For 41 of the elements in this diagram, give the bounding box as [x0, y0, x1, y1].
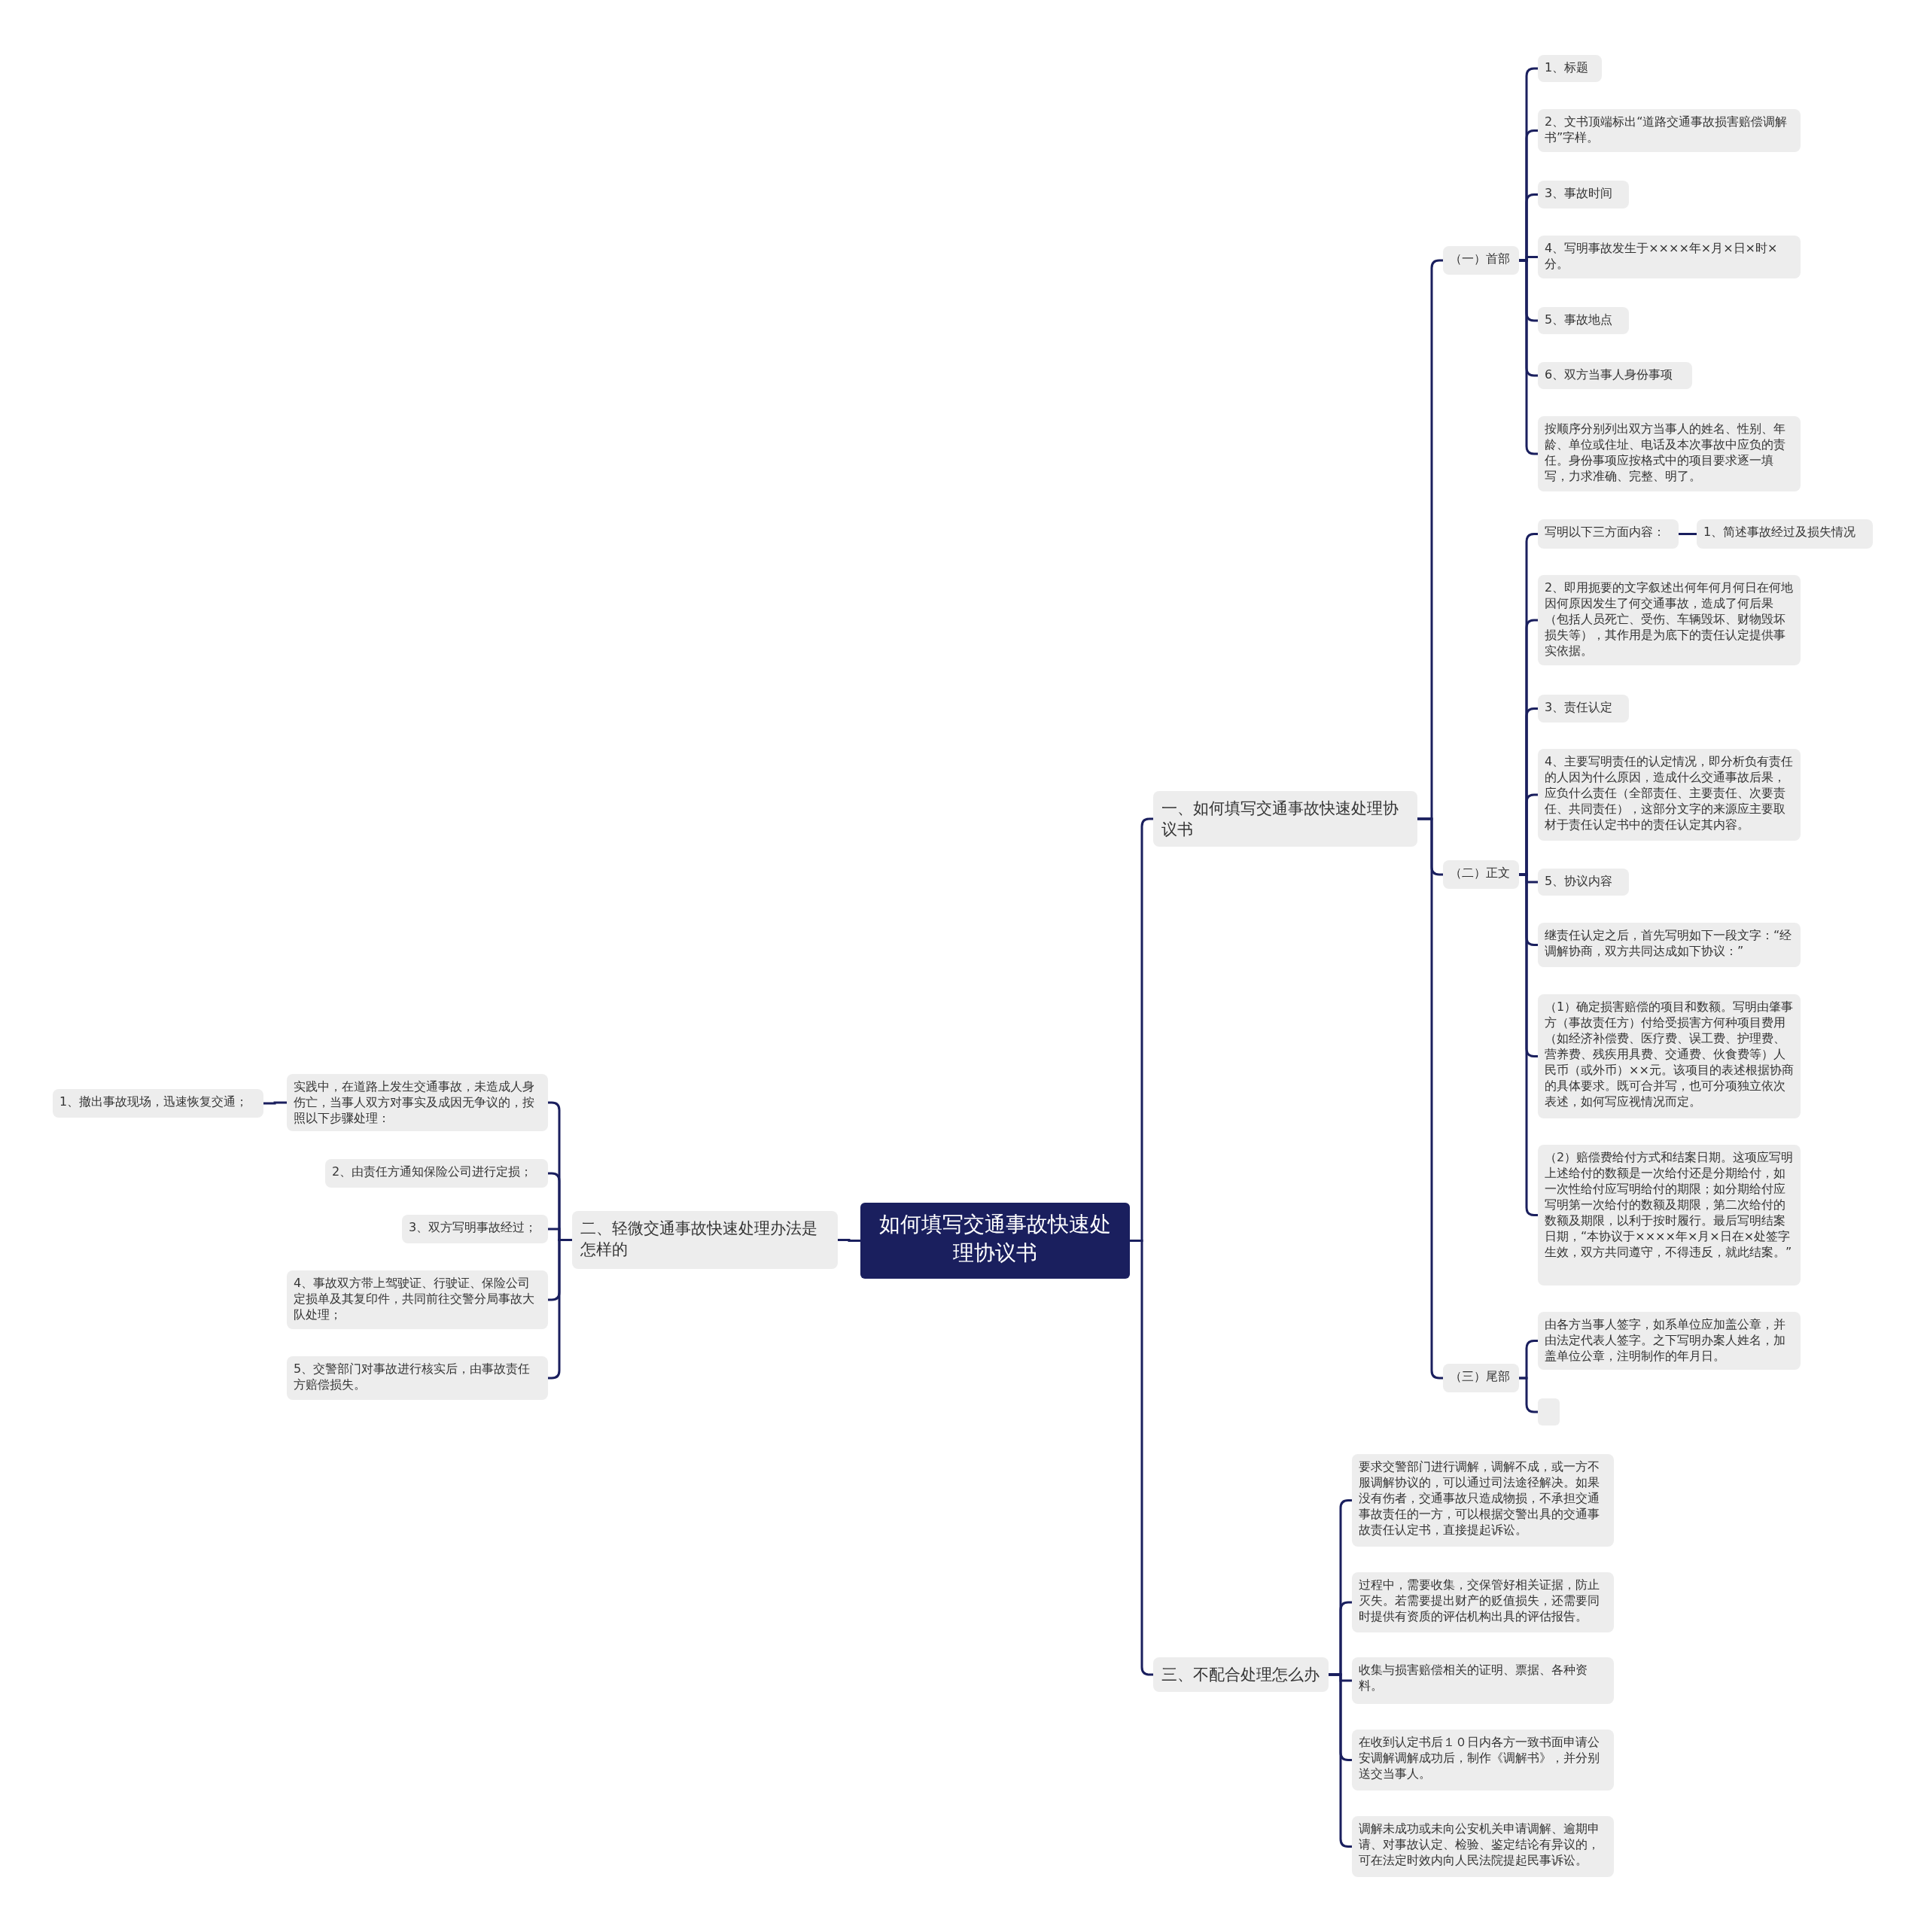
text-box: 2、即用扼要的文字叙述出何年何月何日在何地因何原因发生了何交通事故，造成了何后果（包括人员死亡、受伤、车辆毁坏、财物毁坏损失等），其作用是为底下的责任认定提供事实依据。 [1538, 575, 1801, 665]
text-box: 继责任认定之后，首先写明如下一段文字：“经调解协商，双方共同达成如下协议：” [1538, 923, 1801, 967]
connector-line [1519, 873, 1538, 1216]
text-box: 过程中，需要收集，交保管好相关证据，防止灭失。若需要提出财产的贬值损失，还需要同时提供有资质的评估机构出具的评估报告。 [1352, 1572, 1614, 1632]
text-box: 要求交警部门进行调解，调解不成，或一方不服调解协议的，可以通过司法途径解决。如果没有伤者，交通事故只造成物损，不承担交通事故责任的一方，可以根据交警出具的交通事故责任认定书，直接提起诉讼。 [1352, 1454, 1614, 1547]
connector-line [838, 1239, 860, 1242]
text-box: 3、双方写明事故经过； [402, 1215, 548, 1243]
text-box: 1、标题 [1538, 55, 1602, 82]
subtopic-box: （一）首部 [1443, 246, 1519, 275]
branch-box: 三、不配合处理怎么办 [1153, 1657, 1329, 1692]
text-box: 4、主要写明责任的认定情况，即分析负有责任的人因为什么原因，造成什么交通事故后果，应负什么责任（全部责任、主要责任、次要责任、共同责任），这部分文字的来源应主要取材于责任认定书中的责任认定其内容。 [1538, 749, 1801, 841]
text-box: 按顺序分别列出双方当事人的姓名、性别、年龄、单位或住址、电话及本次事故中应负的责任。身份事项应按格式中的项目要求逐一填写，力求准确、完整、明了。 [1538, 416, 1801, 491]
text-box: 实践中，在道路上发生交通事故，未造成人身伤亡，当事人双方对事实及成因无争议的，按照以下步骤处理： [287, 1074, 548, 1131]
text-box: （2）赔偿费给付方式和结案日期。这项应写明上述给付的数额是一次给付还是分期给付，如一次性给付应写明给付的期限；如分期给付应写明第一次给付的数额及期限，第二次给付的数额及期限，以利于按时履行。最后写明结案日期，“本协议于××××年×月×日在×处签字生效，双方共同遵守，不得违反，就此结案。” [1538, 1145, 1801, 1285]
topic-box: 如何填写交通事故快速处理协议书 [860, 1203, 1130, 1279]
text-box: 3、事故时间 [1538, 181, 1629, 208]
text-box: 1、撤出事故现场，迅速恢复交通； [53, 1089, 263, 1118]
text-box: （1）确定损害赔偿的项目和数额。写明由肇事方（事故责任方）付给受损害方何种项目费用（如经济补偿费、医疗费、误工费、护理费、营养费、残疾用具费、交通费、伙食费等）人民币（或外币）××元。该项目的表述根据协商的具体要求。既可合并写，也可分项独立依次表述，如何写应视情况而定。 [1538, 994, 1801, 1118]
subtopic-box: （三）尾部 [1443, 1364, 1519, 1392]
text-box: 2、由责任方通知保险公司进行定损； [325, 1159, 548, 1188]
text-box: 4、事故双方带上驾驶证、行驶证、保险公司定损单及其复印件，共同前往交警分局事故大队处理； [287, 1270, 548, 1329]
text-box: 3、责任认定 [1538, 695, 1629, 723]
text-box: 4、写明事故发生于××××年×月×日×时×分。 [1538, 236, 1801, 278]
text-box: 2、文书顶端标出“道路交通事故损害赔偿调解书”字样。 [1538, 109, 1801, 152]
empty-box [1538, 1398, 1560, 1425]
text-box: 5、协议内容 [1538, 869, 1629, 896]
connector-line [263, 1101, 287, 1105]
text-box: 由各方当事人签字，如系单位应加盖公章，并由法定代表人签字。之下写明办案人姓名，加盖单位公章，注明制作的年月日。 [1538, 1312, 1801, 1370]
text-box: 收集与损害赔偿相关的证明、票据、各种资料。 [1352, 1657, 1614, 1704]
text-box: 6、双方当事人身份事项 [1538, 362, 1692, 389]
text-box: 5、交警部门对事故进行核实后，由事故责任方赔偿损失。 [287, 1356, 548, 1400]
text-box: 写明以下三方面内容： [1538, 519, 1679, 549]
text-box: 调解未成功或未向公安机关申请调解、逾期申请、对事故认定、检验、鉴定结论有异议的，可在法定时效内向人民法院提起民事诉讼。 [1352, 1816, 1614, 1877]
branch-box: 二、轻微交通事故快速处理办法是怎样的 [572, 1211, 838, 1269]
connector-line [1519, 1377, 1538, 1413]
connector-line [1679, 533, 1697, 535]
text-box: 在收到认定书后１０日内各方一致书面申请公安调解调解成功后，制作《调解书》，并分别送交当事人。 [1352, 1730, 1614, 1791]
text-box: 5、事故地点 [1538, 307, 1629, 334]
branch-box: 一、如何填写交通事故快速处理协议书 [1153, 791, 1417, 847]
subtopic-box: （二）正文 [1443, 860, 1519, 889]
text-box: 1、简述事故经过及损失情况 [1697, 519, 1873, 549]
